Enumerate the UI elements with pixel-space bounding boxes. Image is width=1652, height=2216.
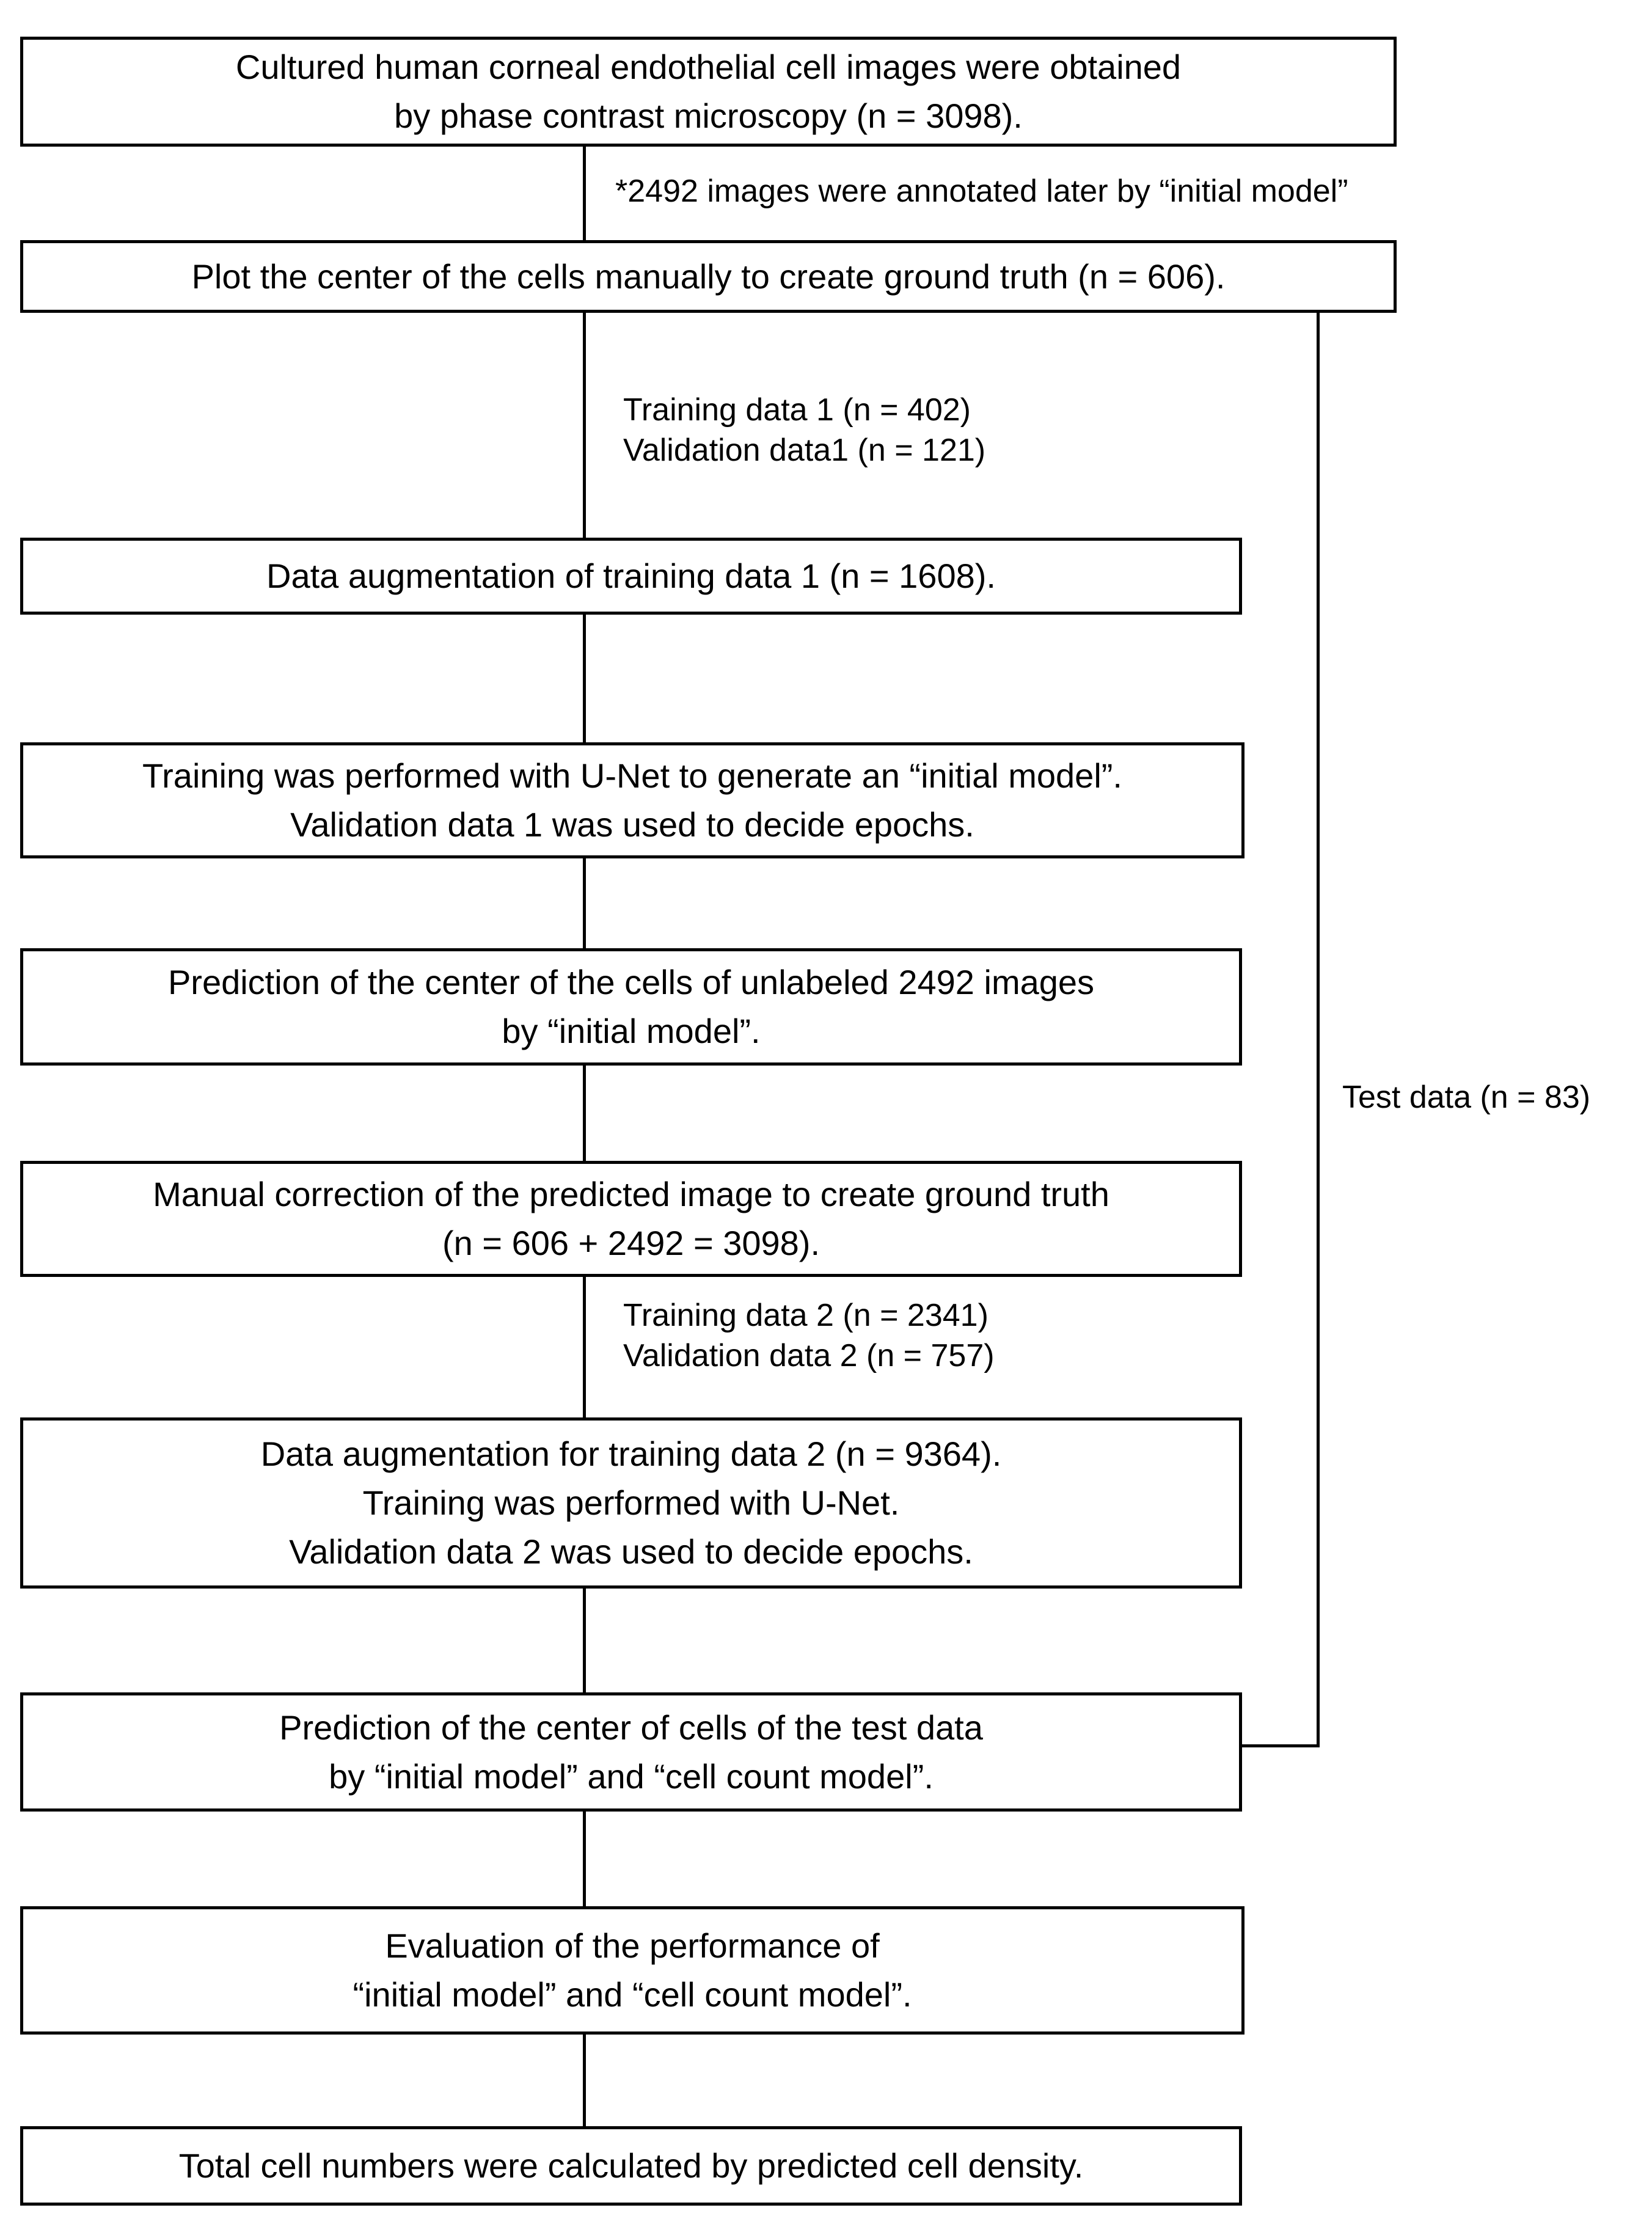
flow-box-data-augmentation-1: Data augmentation of training data 1 (n … [20,538,1242,615]
flow-box-image-acquisition: Cultured human corneal endothelial cell … [20,37,1397,147]
flow-box-total-cell-numbers: Total cell numbers were calculated by pr… [20,2126,1242,2206]
flow-box-evaluation: Evaluation of the performance of “initia… [20,1906,1244,2035]
flow-box-manual-correction: Manual correction of the predicted image… [20,1161,1242,1277]
connector-test-data-vertical [1317,313,1320,1747]
connector-box6-to-box7 [583,1277,586,1417]
flow-box-training-initial-model: Training was performed with U-Net to gen… [20,742,1244,858]
connector-box4-to-box5 [583,858,586,948]
connector-test-data-horizontal [1242,1744,1320,1747]
label-test-data: Test data (n = 83) [1342,1080,1591,1115]
note-annotated-later: *2492 images were annotated later by “in… [615,174,1348,209]
connector-box5-to-box6 [583,1066,586,1161]
flow-box-prediction-test-data: Prediction of the center of cells of the… [20,1692,1242,1812]
connector-box1-to-box2 [583,147,586,240]
connector-box3-to-box4 [583,615,586,742]
label-training-split-1: Training data 1 (n = 402) Validation dat… [623,392,986,468]
connector-box7-to-box8 [583,1589,586,1692]
label-training-split-2: Training data 2 (n = 2341) Validation da… [623,1298,995,1373]
connector-box2-to-box3 [583,313,586,538]
flow-box-prediction-unlabeled: Prediction of the center of the cells of… [20,948,1242,1066]
flow-box-data-augmentation-2: Data augmentation for training data 2 (n… [20,1417,1242,1589]
connector-box9-to-box10 [583,2035,586,2126]
connector-box8-to-box9 [583,1812,586,1906]
flow-box-manual-ground-truth: Plot the center of the cells manually to… [20,240,1397,313]
